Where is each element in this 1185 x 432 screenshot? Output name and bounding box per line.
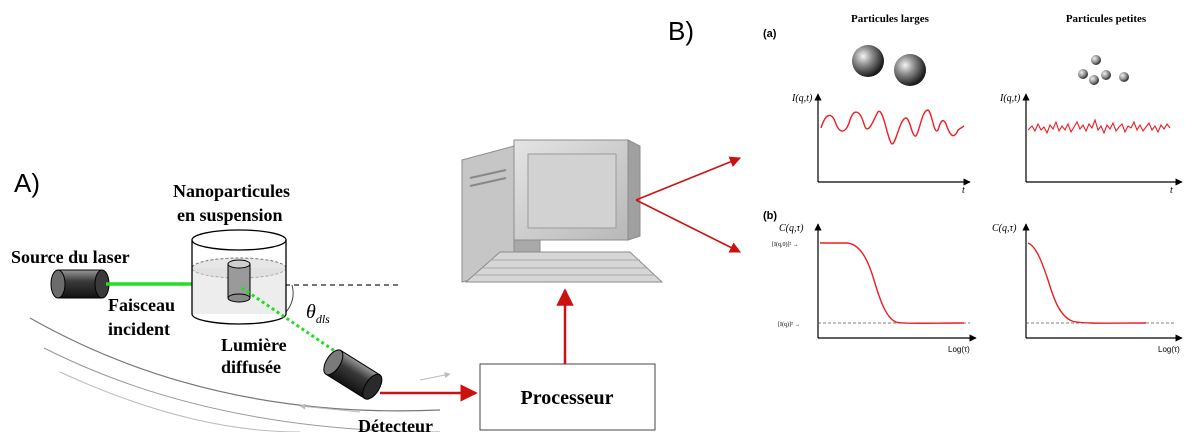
intensity-axis-label: I(q,t) xyxy=(791,93,813,104)
panel-a-letter: A) xyxy=(14,168,40,198)
level-high-label: [I(q,0)]² → xyxy=(772,241,799,248)
computer-to-intensity-arrow xyxy=(635,156,742,201)
correlation-graph-small: C(q,τ) Log(τ) xyxy=(992,223,1183,354)
sub-panel-a-label: (a) xyxy=(763,28,777,40)
laser-source-label: Source du laser xyxy=(11,247,130,267)
angle-arc xyxy=(285,284,294,313)
nanoparticles-label-line1: Nanoparticules xyxy=(173,181,290,201)
intensity-graph-small: I(q,t) t xyxy=(999,93,1183,196)
small-particle-sphere xyxy=(1101,70,1111,80)
intensity-signal-small xyxy=(1027,118,1171,135)
computer-illustration xyxy=(461,139,664,283)
log-tau-axis-label: Log(τ) xyxy=(1158,345,1180,354)
panel-b: B) (a) (b) Particules larges Particules … xyxy=(668,13,1183,354)
laser-source xyxy=(50,269,110,299)
small-particles-title: Particules petites xyxy=(1066,13,1147,25)
small-particle-sphere xyxy=(1119,72,1129,82)
beam-label-line1: Faisceau xyxy=(108,295,175,315)
correlation-axis-label: C(q,τ) xyxy=(779,223,804,234)
panel-b-letter: B) xyxy=(668,16,694,46)
scattered-label-line1: Lumière xyxy=(221,335,287,355)
time-axis-label: t xyxy=(1170,185,1173,196)
intensity-graph-large: I(q,t) t xyxy=(791,93,971,196)
detector-label: Détecteur xyxy=(358,416,433,432)
small-particle-sphere xyxy=(1089,75,1099,85)
correlation-graph-large: C(q,τ) Log(τ) [I(q,0)]² → [I(q)]² → xyxy=(772,223,977,354)
intensity-signal-large xyxy=(820,109,965,145)
intensity-axis-label: I(q,t) xyxy=(999,93,1021,104)
scattered-beam xyxy=(241,286,343,358)
small-particle-sphere xyxy=(1078,69,1088,79)
processor-box xyxy=(479,363,656,431)
correlation-curve-large xyxy=(820,242,965,324)
angle-symbol: θdls xyxy=(306,301,330,326)
correlation-axis-label: C(q,τ) xyxy=(992,223,1017,234)
computer-to-correlation-arrow xyxy=(635,199,742,253)
time-axis-label: t xyxy=(962,185,965,196)
nanoparticles-label-line2: en suspension xyxy=(177,205,283,225)
large-particle-sphere xyxy=(852,45,884,77)
log-tau-axis-label: Log(τ) xyxy=(948,345,970,354)
large-particle-sphere xyxy=(894,54,926,86)
sample-container xyxy=(191,229,287,325)
beam-label-line2: incident xyxy=(108,319,170,339)
correlation-curve-small xyxy=(1027,242,1147,324)
level-low-label: [I(q)]² → xyxy=(778,321,800,328)
processor-label: Processeur xyxy=(521,387,614,409)
sub-panel-b-label: (b) xyxy=(763,210,777,222)
small-particle-sphere xyxy=(1091,55,1101,65)
large-particles-title: Particules larges xyxy=(851,13,930,25)
panel-a: A) θdls xyxy=(11,168,656,432)
scattered-label-line2: diffusée xyxy=(221,357,281,377)
detector xyxy=(323,349,383,400)
detector-ring xyxy=(29,317,451,432)
